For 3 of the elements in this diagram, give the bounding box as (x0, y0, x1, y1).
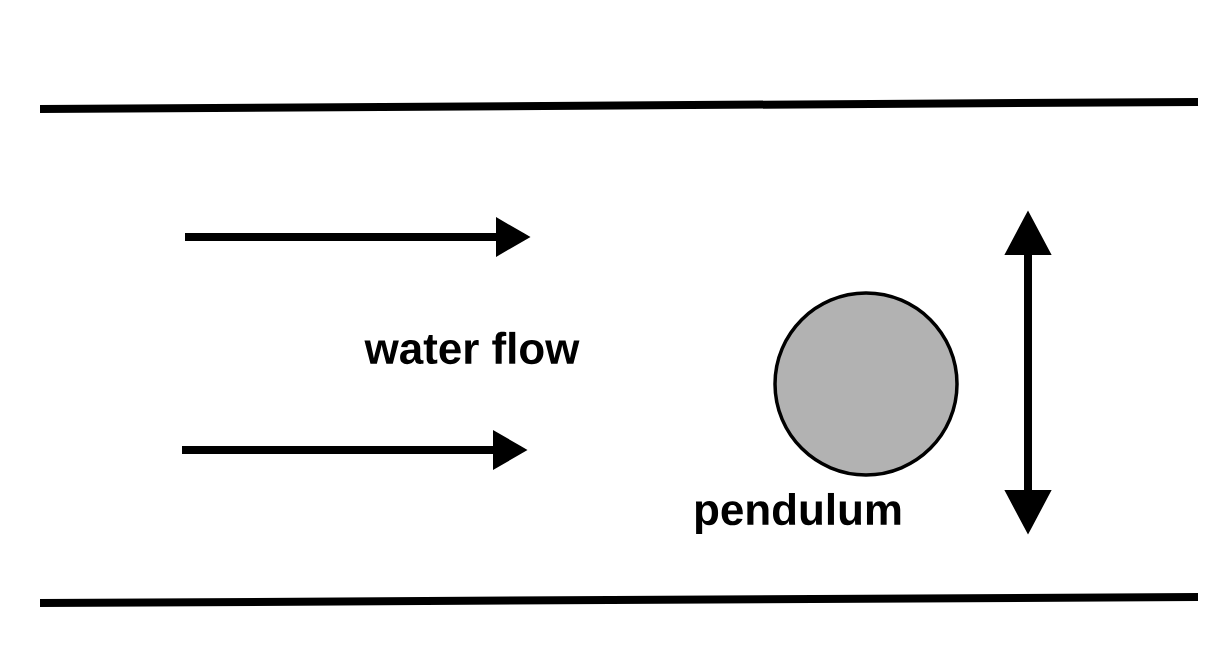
flow-label: water flow (364, 331, 580, 365)
pendulum-circle (773, 291, 959, 477)
pendulum-label: pendulum (695, 492, 901, 534)
